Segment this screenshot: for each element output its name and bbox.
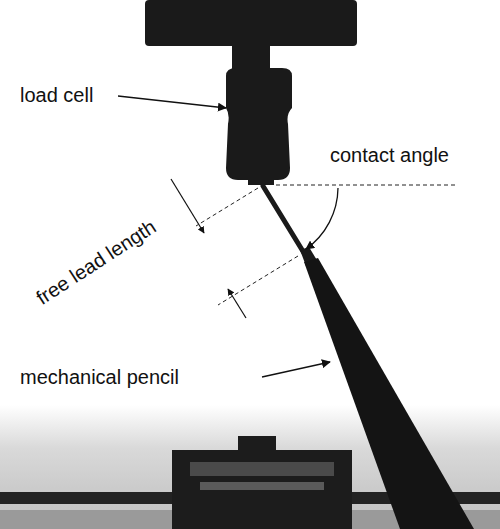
part-label: contact angle — [330, 144, 449, 166]
angle-arrow — [306, 188, 338, 249]
dimension-arrow — [171, 179, 204, 233]
crosshead — [145, 0, 357, 46]
pencil-body — [304, 258, 474, 529]
extension-line — [196, 188, 258, 226]
dimension-arrow — [228, 289, 246, 318]
load-cell-body — [226, 68, 292, 180]
holder-clamp — [238, 436, 276, 452]
horizontal-reference — [276, 185, 458, 186]
holder-slot — [190, 462, 334, 476]
pencil-holder — [172, 450, 352, 529]
leader-line — [262, 362, 330, 377]
load-cell-tip — [248, 178, 274, 185]
leader-line — [118, 96, 226, 108]
part-label: mechanical pencil — [20, 366, 179, 388]
part-label: free lead length — [32, 215, 160, 309]
part-label: load cell — [20, 84, 93, 106]
crosshead-neck — [232, 44, 270, 72]
holder-slot — [200, 482, 324, 490]
pencil-lead — [263, 186, 304, 253]
extension-line — [218, 256, 298, 305]
